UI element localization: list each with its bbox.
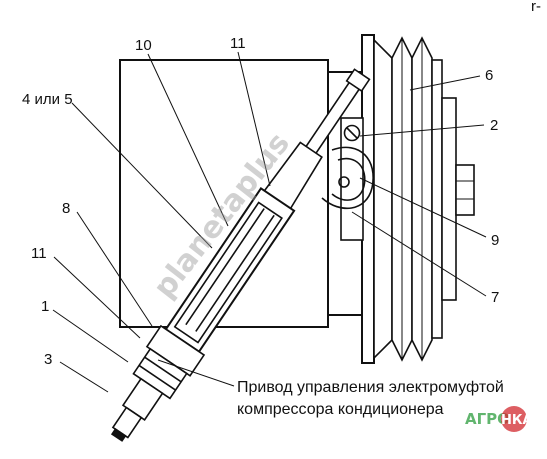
agronka-logo: АГРО НКА <box>465 406 533 432</box>
callout-10: 10 <box>135 37 152 54</box>
logo-circle <box>501 406 527 432</box>
callout-8: 8 <box>62 200 70 217</box>
leader-lines <box>52 51 487 393</box>
callout-7: 7 <box>491 289 499 306</box>
caption: Привод управления электромуфтой компресс… <box>237 379 504 418</box>
callout-4-or-5: 4 или 5 <box>22 91 73 108</box>
callout-6: 6 <box>485 67 493 84</box>
logo-text-left: АГРО <box>465 410 510 428</box>
corner-mark: r- <box>531 0 541 15</box>
callout-9: 9 <box>491 232 499 249</box>
actuator-assembly <box>110 68 371 442</box>
caption-line-1: Привод управления электромуфтой <box>237 379 504 396</box>
logo-text-right: НКА <box>501 413 533 428</box>
callout-2: 2 <box>490 117 498 134</box>
callout-11-top: 11 <box>230 35 246 52</box>
caption-line-2: компрессора кондиционера <box>237 401 444 418</box>
callout-1: 1 <box>41 298 49 315</box>
callouts: 10 11 4 или 5 6 2 8 11 9 1 7 3 r- <box>22 0 541 368</box>
callout-3: 3 <box>44 351 52 368</box>
callout-11-left: 11 <box>31 245 47 262</box>
pulley <box>361 34 475 364</box>
